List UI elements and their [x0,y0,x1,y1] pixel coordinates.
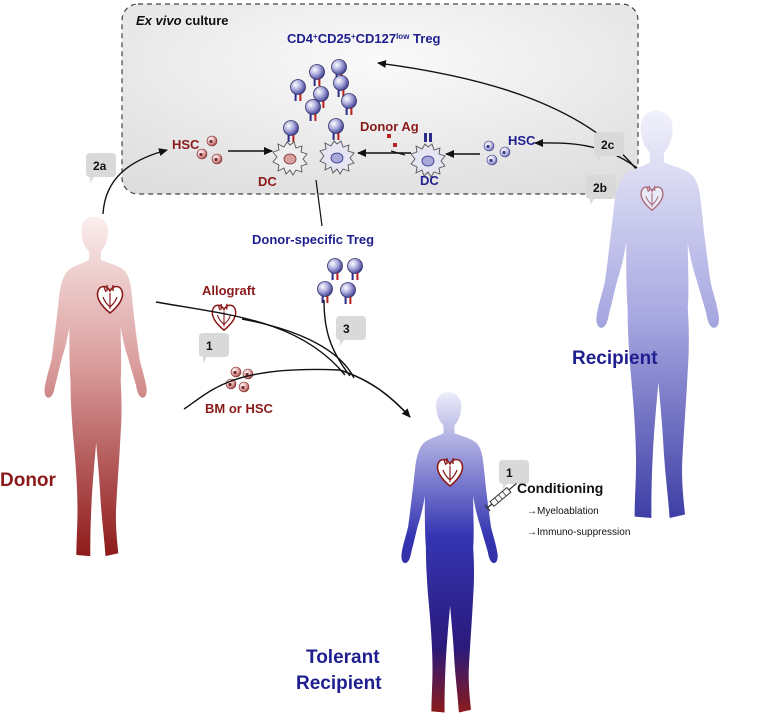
arrow-to-tolerant [339,369,411,418]
svg-text:1: 1 [506,466,513,480]
label-dc-donor: DC [258,174,277,189]
svg-text:2c: 2c [601,138,615,152]
svg-text:1: 1 [206,339,213,353]
step-tag-1-conditioning: 1 [499,460,529,490]
label-donor-ag: Donor Ag [360,119,419,134]
donor-figure [44,216,147,557]
label-dc-recipient: DC [420,173,439,188]
label-tolerant-line1: Tolerant [306,647,380,668]
culture-title: Ex vivo culture [136,13,229,28]
arrow-treg-infusion [323,299,351,377]
svg-text:2b: 2b [593,181,607,195]
conditioning-item-immunosuppression: →Immuno-suppression [527,527,630,538]
step-tag-3: 3 [336,316,366,346]
treg-cluster-donor-specific [317,258,363,305]
arrow-bm [183,368,341,410]
label-donor-specific-treg: Donor-specific Treg [252,232,374,247]
arrow-2c [534,138,638,169]
step-tag-1-donor: 1 [199,333,229,363]
allograft-heart-icon [211,303,237,331]
arrow-2a [102,148,168,215]
hsc-cells-bm [225,366,254,393]
label-hsc-donor: HSC [172,137,200,152]
svg-text:2a: 2a [93,159,107,173]
ex-vivo-culture-box [121,3,639,195]
label-recipient: Recipient [572,348,658,369]
donor-antigen-icon [387,134,397,147]
label-allograft: Allograft [202,283,256,298]
step-tag-2a: 2a [86,153,116,183]
step-tag-2c: 2c [594,132,624,162]
label-donor: Donor [0,470,57,491]
label-hsc-recipient: HSC [508,133,536,148]
label-conditioning: Conditioning [517,480,603,496]
treg-population-label: CD4+CD25+CD127low Treg [287,31,441,46]
label-bm-or-hsc: BM or HSC [205,401,274,416]
tolerant-recipient-figure [401,392,498,713]
conditioning-item-myeloablation: →Myeloablation [527,506,599,517]
syringe-icon [484,482,517,512]
dendritic-cell-primed [319,140,355,175]
svg-text:3: 3 [343,322,350,336]
dendritic-cell-donor [272,141,308,176]
recipient-dc-receptor [424,133,432,142]
arrow-allograft [155,301,346,376]
step-tag-2b: 2b [586,175,616,205]
label-tolerant-line2: Recipient [296,673,382,694]
